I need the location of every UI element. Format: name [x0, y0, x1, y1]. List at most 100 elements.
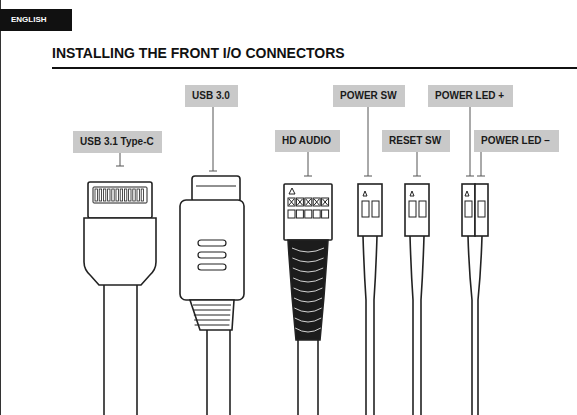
drawing-stroke [180, 200, 244, 300]
drawing-stroke [294, 288, 323, 292]
drawing-stroke [112, 189, 114, 201]
label-text: POWER LED − [481, 135, 552, 147]
drawing-stroke [294, 308, 321, 312]
drawing-stroke [209, 171, 217, 172]
drawing-stroke [93, 187, 147, 203]
drawing-stroke [363, 191, 367, 196]
label-text: RESET SW [389, 135, 443, 147]
drawing-stroke [194, 320, 230, 321]
drawing-stroke [116, 189, 118, 201]
drawing-stroke [284, 184, 332, 240]
drawing-stroke [95, 189, 97, 201]
drawing-stroke [196, 186, 236, 187]
drawing-stroke [95, 189, 144, 201]
drawing-stroke [465, 201, 472, 217]
drawing-stroke [198, 252, 226, 258]
drawing-stroke [294, 298, 322, 302]
drawing-stroke [305, 198, 312, 206]
drawing-stroke [417, 152, 418, 176]
drawing-stroke [465, 191, 469, 196]
drawing-stroke [317, 340, 319, 415]
drawing-stroke [293, 268, 323, 272]
drawing-stroke [295, 318, 321, 322]
label-text: USB 3.0 [192, 90, 231, 102]
drawing-stroke [468, 236, 482, 415]
drawing-stroke [308, 152, 309, 176]
drawing-stroke [322, 198, 329, 206]
drawing-stroke [478, 201, 485, 217]
drawing-stroke [229, 330, 231, 415]
drawing-stroke [364, 176, 372, 177]
drawing-stroke [477, 176, 485, 177]
drawing-stroke [313, 198, 320, 206]
drawing-stroke [475, 184, 488, 236]
label-text: ENGLISH [11, 9, 72, 31]
drawing-stroke [313, 210, 320, 218]
drawing-stroke [292, 258, 323, 262]
label-text: POWER LED + [435, 90, 506, 102]
drawing-stroke [116, 166, 124, 167]
connector-label: POWER LED − [474, 130, 559, 152]
label-text: USB 3.1 Type-C [80, 136, 155, 148]
drawing-stroke [99, 189, 101, 201]
drawing-stroke [363, 236, 377, 415]
drawing-stroke [292, 248, 324, 252]
hd-audio-connector [284, 184, 332, 415]
drawing-stroke [84, 218, 156, 285]
drawing-stroke [466, 176, 474, 177]
drawing-stroke [322, 210, 329, 218]
drawing-stroke [129, 189, 131, 201]
drawing-stroke [136, 284, 138, 415]
drawing-stroke [368, 107, 369, 176]
usb3-connector [180, 176, 244, 415]
drawing-stroke [295, 328, 321, 332]
drawing-stroke [292, 248, 324, 332]
usb-c-connector [84, 182, 156, 415]
drawing-stroke [410, 191, 414, 196]
language-tab: ENGLISH [0, 9, 72, 31]
drawing-stroke [52, 67, 577, 69]
connector-label: HD AUDIO [275, 130, 340, 152]
drawing-stroke [289, 199, 294, 205]
drawing-stroke [194, 315, 230, 316]
drawing-stroke [323, 199, 328, 205]
drawing-stroke [470, 107, 471, 176]
drawing-stroke [305, 210, 312, 218]
drawing-stroke [372, 201, 379, 217]
drawing-stroke [304, 176, 312, 177]
drawing-stroke [108, 189, 110, 201]
drawing-stroke [405, 184, 429, 236]
drawing-stroke [137, 189, 139, 201]
drawing-stroke [410, 236, 424, 415]
drawing-stroke [289, 188, 295, 194]
drawing-stroke [198, 264, 226, 270]
label-text: POWER SW [340, 90, 398, 102]
page-title: INSTALLING THE FRONT I/O CONNECTORS [52, 45, 345, 62]
drawing-stroke [206, 330, 208, 415]
drawing-stroke [198, 240, 226, 246]
drawing-stroke [297, 199, 302, 205]
connector-label: USB 3.1 Type-C [73, 131, 162, 153]
drawing-stroke [413, 176, 421, 177]
drawing-stroke [462, 184, 475, 236]
switch-led-connectors [358, 184, 488, 415]
drawing-stroke [141, 189, 143, 201]
connector-label: POWER LED + [428, 85, 513, 107]
drawing-stroke [192, 176, 240, 202]
drawing-stroke [419, 201, 426, 217]
drawing-stroke [213, 107, 214, 171]
drawing-stroke [120, 189, 122, 201]
drawing-stroke [193, 305, 231, 306]
drawing-stroke [288, 198, 329, 218]
drawing-stroke [193, 310, 230, 311]
drawing-stroke [358, 184, 382, 236]
drawing-stroke [195, 325, 230, 326]
label-text: HD AUDIO [282, 135, 333, 147]
drawing-stroke [296, 210, 303, 218]
drawing-stroke [103, 284, 105, 415]
drawing-stroke [297, 340, 299, 415]
drawing-stroke [481, 152, 482, 176]
drawing-stroke [362, 201, 369, 217]
